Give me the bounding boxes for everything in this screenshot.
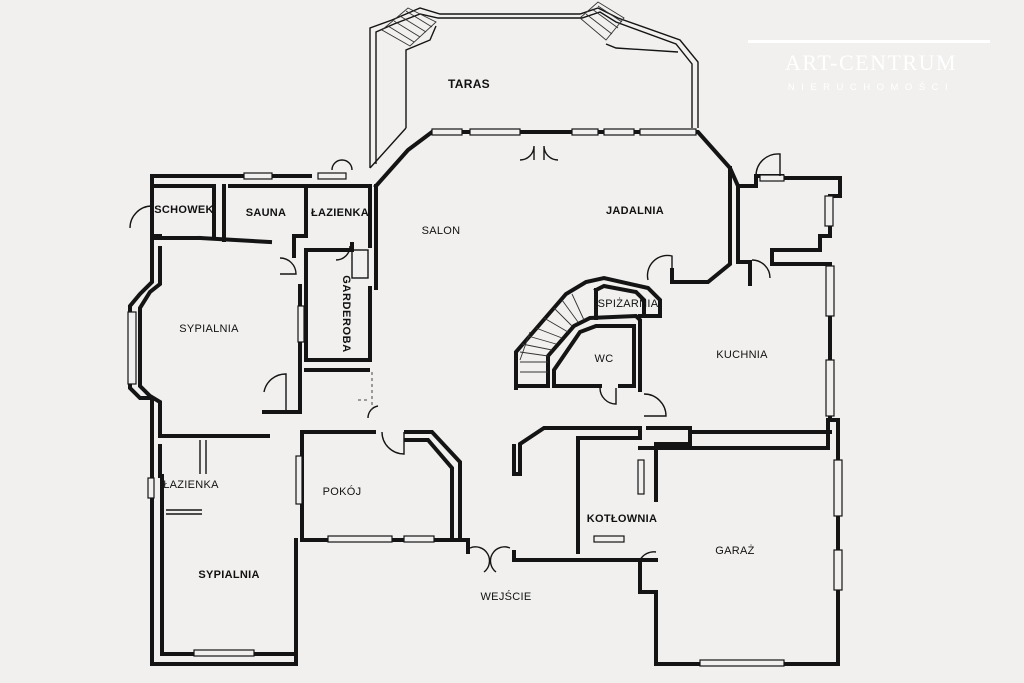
room-label-wejscie: WEJŚCIE xyxy=(480,591,532,603)
room-label-taras: TARAS xyxy=(448,77,490,91)
passage-lines xyxy=(358,372,373,410)
terrace-outline xyxy=(369,1,699,169)
room-label-schowek: SCHOWEK xyxy=(154,204,214,216)
room-label-sauna: SAUNA xyxy=(245,207,287,219)
room-label-lazienka-top: ŁAZIENKA xyxy=(310,207,370,219)
room-label-pokoj: POKÓJ xyxy=(322,486,362,498)
room-label-kuchnia: KUCHNIA xyxy=(716,349,768,361)
room-label-sypialnia-top: SYPIALNIA xyxy=(179,323,239,335)
small-details xyxy=(166,249,369,515)
windows xyxy=(127,128,843,667)
logo-name: ART-CENTRUM xyxy=(784,50,958,75)
art-centrum-logo: ART-CENTRUM NIERUCHOMOŚCI xyxy=(748,38,994,93)
outer-walls xyxy=(128,130,842,666)
staircase xyxy=(519,293,585,373)
room-label-spizarnia: SPIŻARNIA xyxy=(597,298,659,310)
room-label-jadalnia: JADALNIA xyxy=(605,205,665,217)
room-label-kotlownia: KOTŁOWNIA xyxy=(586,513,658,525)
room-label-wc: WC xyxy=(594,353,614,365)
room-label-garderoba: GARDEROBA xyxy=(340,275,352,353)
room-label-garaz: GARAŻ xyxy=(715,545,755,557)
room-label-lazienka-bottom: ŁAZIENKA xyxy=(163,479,219,491)
room-label-sypialnia-bottom: SYPIALNIA xyxy=(198,569,260,581)
logo-subtitle: NIERUCHOMOŚCI xyxy=(787,82,955,93)
logo-rule xyxy=(748,40,990,43)
doors xyxy=(129,145,781,573)
room-label-salon: SALON xyxy=(421,225,461,237)
